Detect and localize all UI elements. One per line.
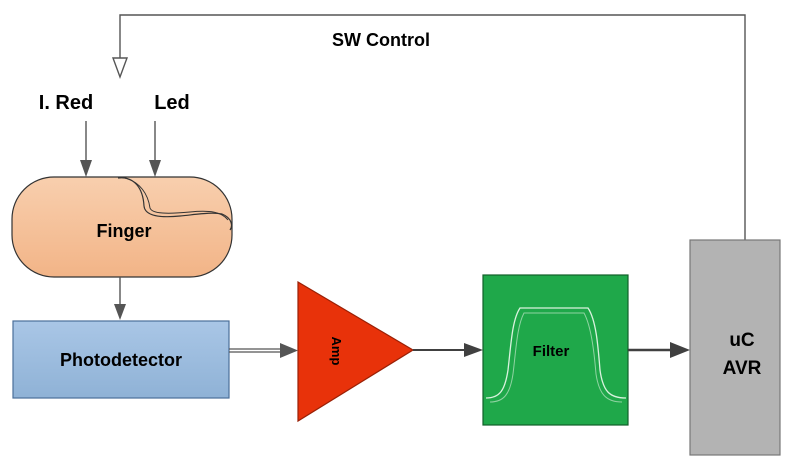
filter-to-uc-arrow — [628, 342, 690, 358]
avr-label: AVR — [723, 358, 762, 379]
ired-input-label: I. Red — [39, 92, 93, 114]
ired-input-arrow — [80, 121, 92, 177]
amp-label: Amp — [329, 337, 344, 366]
sw-control-label: SW Control — [332, 30, 430, 50]
uc-label: uC — [729, 330, 755, 351]
amp-to-filter-arrow — [413, 343, 483, 357]
photodetector-to-amp-arrow — [229, 343, 298, 358]
finger-to-photodetector-arrow — [114, 277, 126, 320]
led-input-arrow — [149, 121, 161, 177]
photodetector-block: Photodetector — [12, 320, 230, 399]
amp-block: Amp — [297, 280, 415, 423]
finger-block: Finger — [11, 176, 233, 278]
filter-block: Filter — [482, 274, 629, 426]
led-input-label: Led — [154, 92, 190, 114]
sw-control-feedback-connector — [111, 14, 746, 240]
finger-label: Finger — [96, 221, 151, 241]
photodetector-label: Photodetector — [60, 350, 182, 370]
uc-avr-block: uC AVR — [689, 239, 781, 456]
filter-label: Filter — [533, 343, 570, 360]
